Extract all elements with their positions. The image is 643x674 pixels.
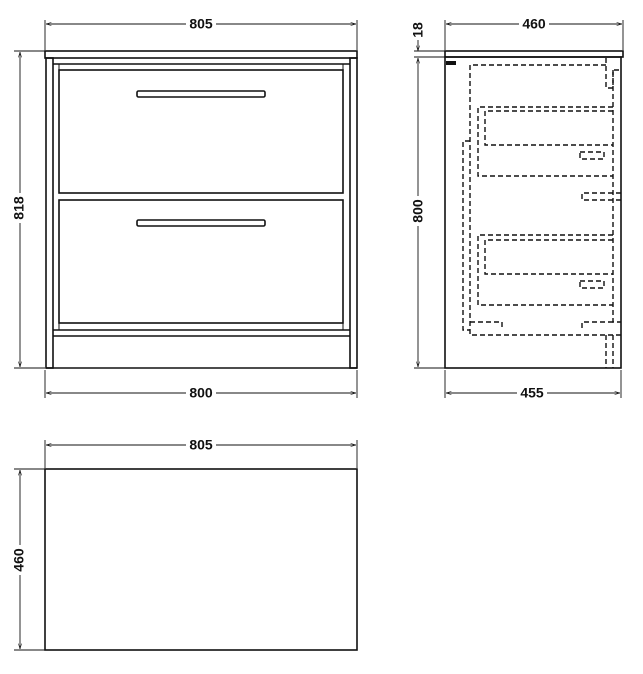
side-worktop [444,50,624,58]
worktop [44,50,358,59]
cabinet-front [44,50,358,369]
front-width-bottom-label: 800 [189,385,213,401]
side-body [444,56,622,369]
drawer-bottom-handle [136,219,266,227]
drawer-top-handle [136,90,266,98]
front-height-dimension: 818 [11,50,45,369]
front-height-label: 818 [11,196,27,220]
side-depth-top-label: 460 [522,16,546,32]
plan-width-dimension: 805 [44,437,358,468]
side-height-label: 800 [410,199,426,223]
front-width-top-label: 805 [189,16,213,32]
front-width-bottom-dimension: 800 [44,370,358,401]
front-width-top-dimension: 805 [44,16,358,50]
worktop-plan [44,468,358,651]
side-top-thickness-dimension: 18 [410,22,445,58]
plan-depth-dimension: 460 [11,468,45,651]
side-view: 460 18 800 [410,16,624,401]
plan-depth-label: 460 [11,548,27,572]
cabinet-side [444,50,624,369]
left-side-panel [45,57,54,369]
right-side-panel [349,57,358,369]
plan-width-label: 805 [189,437,213,453]
side-height-dimension: 800 [410,58,445,369]
side-depth-bottom-dimension: 455 [444,370,622,401]
plan-view: 805 460 [11,437,358,651]
drawer-top [58,69,344,194]
side-top-thickness-label: 18 [410,22,426,38]
side-depth-bottom-label: 455 [520,385,544,401]
hidden-lines [462,58,621,368]
drawer-bottom [58,199,344,324]
front-view: 805 818 [11,16,358,401]
wall-bracket [446,61,456,65]
side-depth-top-dimension: 460 [444,16,624,50]
